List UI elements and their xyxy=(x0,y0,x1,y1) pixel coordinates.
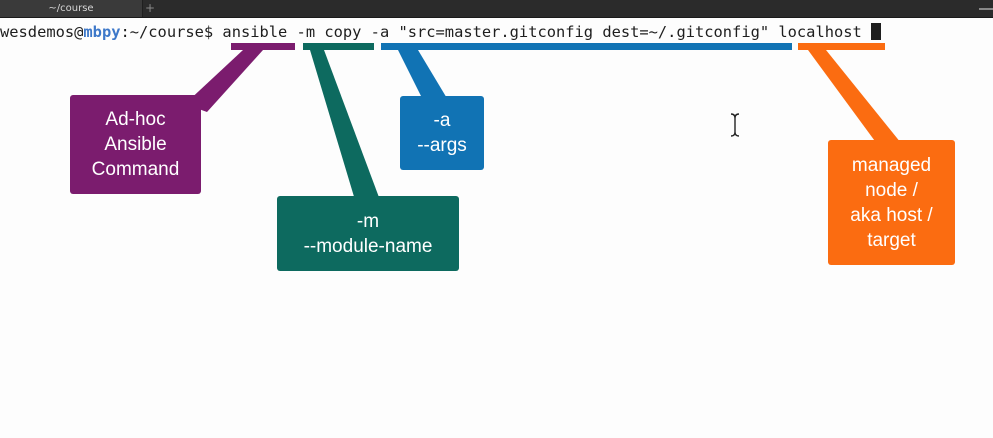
pointer-target xyxy=(808,50,905,148)
callout-line: managed xyxy=(851,154,932,176)
terminal-command-line[interactable]: wesdemos@mbpy:~/course$ ansible -m copy … xyxy=(0,20,882,44)
callout-line: -a xyxy=(433,110,451,131)
callout-line: Ad-hoc xyxy=(105,109,166,130)
window-control-icon[interactable] xyxy=(979,8,993,10)
underline-ansible xyxy=(231,43,295,50)
underline-module xyxy=(303,43,374,50)
callout-module-name: -m --module-name xyxy=(277,196,459,271)
callout-line: target xyxy=(867,229,916,251)
callout-line: --module-name xyxy=(303,235,433,257)
prompt-host: mbpy xyxy=(83,23,121,41)
callout-line: aka host / xyxy=(850,204,933,226)
callout-line: node / xyxy=(865,179,918,201)
callout-adhoc-command: Ad-hoc Ansible Command xyxy=(70,95,201,194)
callout-line: Command xyxy=(91,159,180,180)
callout-line: Ansible xyxy=(104,134,167,155)
tab-course[interactable]: ~/course xyxy=(0,0,143,17)
prompt-user: wesdemos@ xyxy=(0,23,84,41)
callout-line: --args xyxy=(417,135,467,156)
text-ibeam-cursor-icon xyxy=(730,113,740,137)
callout-managed-node: managed node / aka host / target xyxy=(828,140,955,265)
tab-bar: ~/course + xyxy=(0,0,993,18)
command-text: ansible -m copy -a "src=master.gitconfig… xyxy=(222,23,872,41)
underline-target xyxy=(798,43,885,50)
underline-args xyxy=(381,43,792,50)
pointer-args xyxy=(398,50,448,100)
callout-line: -m xyxy=(356,210,380,232)
callout-args: -a --args xyxy=(400,96,484,170)
pointer-module xyxy=(310,50,380,200)
pointer-adhoc xyxy=(185,50,263,112)
prompt-path: :~/course$ xyxy=(120,23,223,41)
terminal-cursor xyxy=(871,23,882,40)
new-tab-button[interactable]: + xyxy=(144,1,156,15)
